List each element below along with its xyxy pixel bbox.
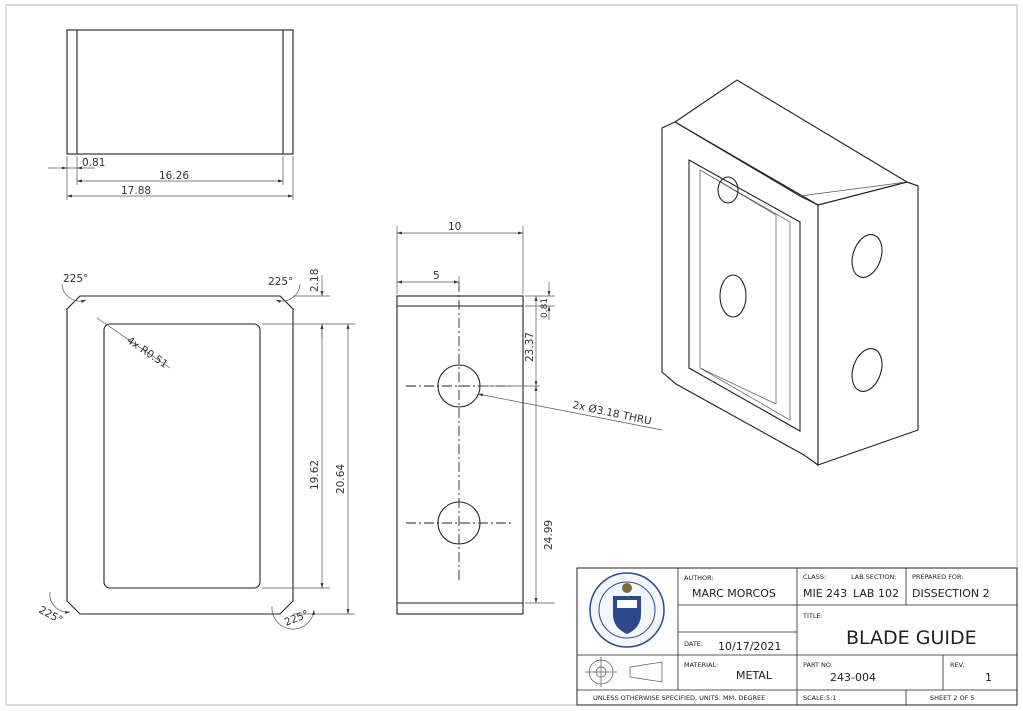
dim-1626: 16.26: [159, 170, 189, 182]
dim-081-side: 0.81: [540, 298, 550, 318]
university-crest-icon: [589, 572, 665, 648]
dim-1962: 19.62: [309, 460, 321, 490]
prepared-caption: PREPARED FOR:: [912, 573, 964, 581]
rev-caption: REV.: [950, 661, 964, 669]
dim-radius: 4x R0.51: [124, 335, 170, 371]
hole-note: 2x Ø3.18 THRU: [571, 399, 652, 427]
angle-tl: 225°: [63, 273, 88, 285]
sheet-value: SHEET 2 OF 5: [930, 694, 975, 702]
dim-2499: 24.99: [543, 520, 555, 550]
projection-symbol-icon: [585, 657, 663, 687]
angle-bl: 225°: [37, 604, 65, 626]
part-value: 243-004: [830, 671, 876, 684]
title-block: AUTHOR: MARC MORCOS CLASS: MIE 243 LAB S…: [576, 567, 1018, 706]
drawing-title: BLADE GUIDE: [846, 627, 977, 649]
material-caption: MATERIAL:: [684, 661, 718, 669]
top-view: 0.81 16.26 17.88: [48, 29, 294, 200]
isometric-view: [661, 79, 919, 467]
side-view: 10 5 0.81 23.37 24.99 2x Ø3.18 THRU: [396, 221, 663, 615]
dim-1788: 17.88: [121, 185, 151, 197]
author-caption: AUTHOR:: [684, 574, 714, 582]
scale-value: SCALE:5:1: [803, 694, 837, 702]
dim-2337: 23.37: [524, 332, 536, 362]
lab-caption: LAB SECTION:: [851, 573, 897, 581]
date-value: 10/17/2021: [718, 640, 781, 653]
angle-tr: 225°: [268, 276, 293, 288]
material-value: METAL: [736, 669, 773, 682]
class-value: MIE 243: [803, 587, 847, 600]
sheet-border: [5, 4, 1018, 706]
author-value: MARC MORCOS: [692, 587, 776, 600]
units-note: UNLESS OTHERWISE SPECIFIED, UNITS: MM, D…: [593, 694, 765, 702]
angle-br: 225°: [283, 608, 311, 629]
dim-10: 10: [448, 221, 461, 233]
dim-2064: 20.64: [335, 464, 347, 494]
part-caption: PART NO.: [803, 661, 833, 669]
dim-218: 2.18: [309, 269, 321, 292]
class-caption: CLASS:: [803, 573, 826, 581]
prepared-value: DISSECTION 2: [912, 587, 990, 600]
lab-value: LAB 102: [853, 587, 899, 600]
date-caption: DATE:: [684, 640, 703, 648]
front-view: 2.18 19.62 20.64 4x R0.51 225° 225° 225°…: [37, 269, 355, 630]
rev-value: 1: [985, 671, 992, 684]
dim-081-top: 0.81: [82, 157, 105, 169]
dim-5: 5: [433, 270, 440, 282]
title-caption: TITLE:: [802, 612, 823, 620]
